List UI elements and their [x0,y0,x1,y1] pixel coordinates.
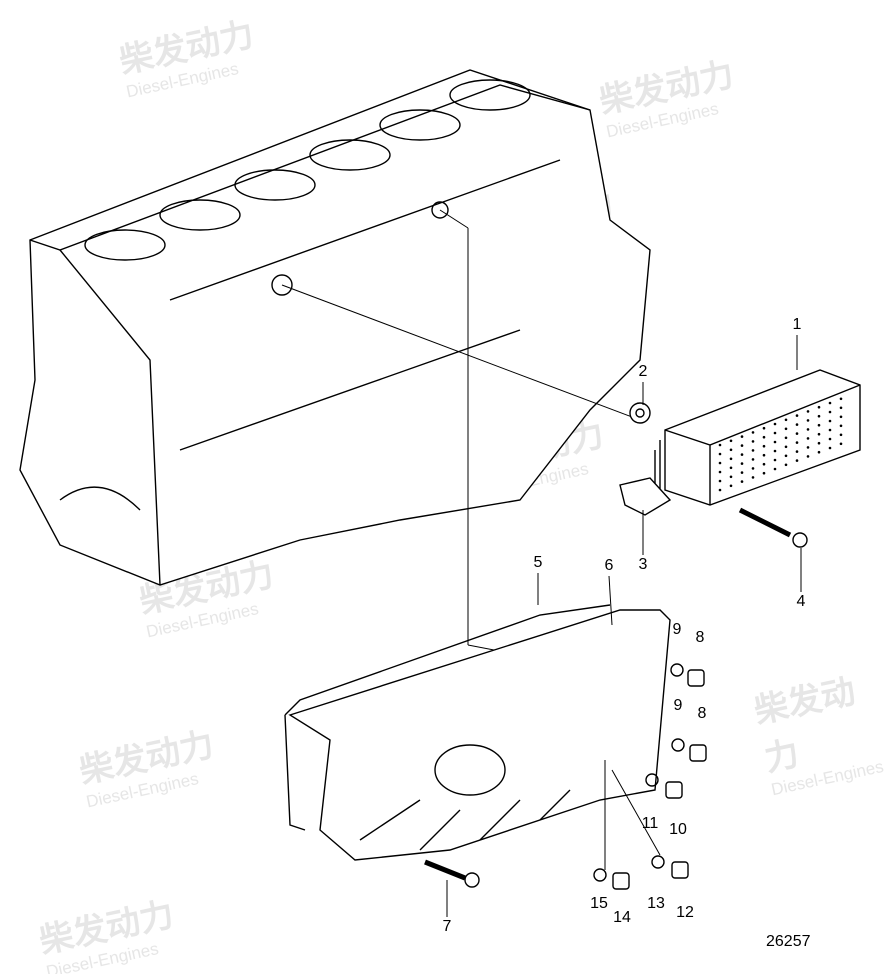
callout-5: 5 [533,554,543,571]
cooler-dot [828,437,832,441]
callout-6: 6 [604,557,614,574]
cooler-dot [784,427,788,431]
cooler-dot [806,419,810,422]
cooler-dot [718,443,722,447]
callout-9: 9 [673,697,683,714]
cooler-dot [740,435,744,438]
callout-14: 14 [613,909,631,926]
cooler-dot [729,448,733,452]
cooler-dot [740,453,744,456]
cooler-dot [762,471,766,475]
cooler-dot [751,449,755,452]
cooler-dot [762,444,766,448]
leader-lines [446,335,802,917]
engine-block [19,69,651,586]
cooler-dot [773,449,777,453]
cooler-dot [740,444,744,447]
cooler-dot [718,479,722,483]
cooler-dot [729,466,733,470]
oil-cooler [619,369,861,548]
cooler-dot [839,415,843,419]
cooler-dot [795,441,799,444]
cooler-dot [828,401,832,405]
callout-8: 8 [695,629,705,646]
cooler-dot [729,457,733,461]
cooler-dot [773,467,777,471]
cooler-dot [773,431,777,435]
cooler-dot [806,455,810,458]
cooler-dot [718,461,722,465]
cooler-dot [729,484,733,488]
cooler-dot [795,423,799,426]
cooler-dot [784,463,788,467]
cooler-dot [839,424,843,428]
cooler-dot [828,428,832,432]
cooler-dot [762,426,766,430]
cooler-dot [817,441,821,445]
fasteners [424,663,707,890]
cooler-dot [817,414,821,418]
cooler-dot [795,414,799,417]
cooler-dot [839,433,843,437]
cooler-dot [784,418,788,422]
cooler-dot [729,475,733,479]
cooler-dot [828,410,832,414]
figure-number: 26257 [766,933,811,950]
cooler-dot [751,440,755,443]
cooler-dot [784,436,788,440]
cooler-dot [806,446,810,449]
cooler-dot [751,476,755,479]
cooler-dot [773,458,777,462]
cooler-dot [806,437,810,440]
callout-3: 3 [638,556,648,573]
cooler-dot [806,428,810,431]
cooler-dot [784,454,788,458]
cooler-dot [784,445,788,449]
cooler-dot [773,422,777,426]
callout-10: 10 [669,821,687,838]
cooler-dot [718,452,722,456]
cooler-dot [817,450,821,454]
cooler-dots [718,397,843,492]
callout-1: 1 [792,316,802,333]
cooler-dot [740,462,744,465]
cooler-dot [740,480,744,483]
callout-12: 12 [676,904,694,921]
cooler-dot [828,419,832,423]
cooler-dot [817,423,821,427]
oil-pan [284,604,671,861]
cooler-dot [839,406,843,410]
cooler-dot [751,467,755,470]
callout-13: 13 [647,895,665,912]
cooler-dot [762,435,766,439]
cooler-dot [806,410,810,413]
callout-15: 15 [590,895,608,912]
callout-9: 9 [672,621,682,638]
cooler-dot [762,462,766,466]
cooler-dot [718,488,722,492]
cooler-dot [839,397,843,401]
cooler-dot [773,440,777,444]
cooler-dot [839,442,843,446]
cooler-dot [795,450,799,453]
cooler-dot [751,431,755,434]
callout-7: 7 [442,918,452,935]
reference-lines [281,209,641,656]
cooler-dot [718,470,722,474]
cooler-dot [740,471,744,474]
cooler-dot [762,453,766,457]
callout-11: 11 [641,815,659,832]
cooler-dot [817,405,821,409]
callout-8: 8 [697,705,707,722]
cooler-dot [828,446,832,450]
callout-4: 4 [796,593,806,610]
cooler-dot [795,459,799,462]
cooler-dot [751,458,755,461]
cooler-dot [729,439,733,443]
callout-2: 2 [638,363,648,380]
cooler-dot [795,432,799,435]
cooler-dot [817,432,821,436]
